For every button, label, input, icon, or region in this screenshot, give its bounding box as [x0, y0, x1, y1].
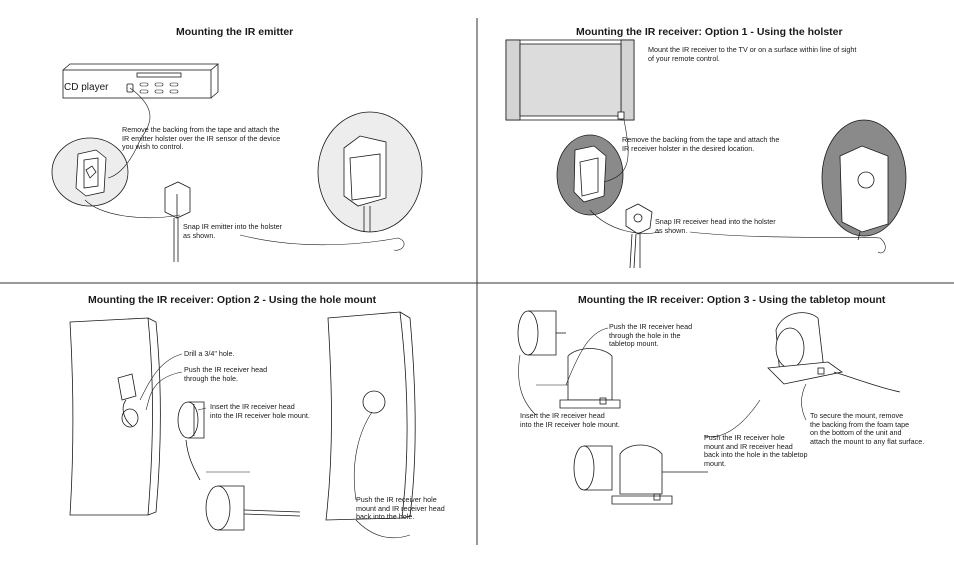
- receiver-snapped-drawing: [839, 145, 889, 241]
- receiver-holster-drawing: [573, 145, 607, 203]
- holster-mount-note: Mount the IR receiver to the TV or on a …: [648, 45, 857, 63]
- emitter-drawing: [164, 181, 191, 262]
- tabletop-pushback-note: Push the IR receiver hole mount and IR r…: [704, 433, 808, 468]
- cd-player-label: CD player: [64, 82, 109, 93]
- tabletop-mount-3d-drawing: [767, 312, 901, 393]
- hole-mount-push-note: Push the IR receiver head through the ho…: [184, 365, 268, 383]
- tabletop-mount-side-drawing: [559, 348, 621, 409]
- hole-mount-assembled-drawing: [205, 485, 301, 531]
- hole-mount-section-title: Mounting the IR receiver: Option 2 - Usi…: [88, 294, 377, 306]
- tabletop-receiver-head-drawing: [517, 310, 566, 356]
- receiver-through-hole-drawing: [117, 373, 139, 428]
- emitter-snapped-drawing: [343, 135, 387, 232]
- hole-mount-drawing: [177, 401, 205, 481]
- emitter-backing-note: Remove the backing from the tape and att…: [122, 125, 281, 152]
- hole-mount-drill-note: Drill a 3/4" hole.: [184, 349, 235, 358]
- emitter-holster-drawing: [75, 149, 107, 197]
- wall-panel-right: [325, 311, 416, 521]
- holster-backing-note: Remove the backing from the tape and att…: [622, 135, 780, 153]
- tabletop-secure-note: To secure the mount, remove the backing …: [810, 411, 925, 446]
- tabletop-leader-lines: [518, 327, 807, 438]
- receiver-head-drawing: [625, 203, 653, 269]
- tabletop-section-title: Mounting the IR receiver: Option 3 - Usi…: [578, 294, 886, 306]
- hole-mount-pushback-note: Push the IR receiver hole mount and IR r…: [356, 495, 445, 522]
- holster-leader-lines: [589, 119, 886, 254]
- cd-player-drawing: [62, 63, 220, 99]
- emitter-snap-note: Snap IR emitter into the holster as show…: [183, 222, 283, 240]
- emitter-leader-lines: [84, 87, 405, 251]
- wall-panel-left: [69, 317, 161, 516]
- holster-section-title: Mounting the IR receiver: Option 1 - Usi…: [576, 26, 843, 38]
- hole-mount-insert-note: Insert the IR receiver head into the IR …: [210, 402, 310, 420]
- tabletop-insert-note: Insert the IR receiver head into the IR …: [520, 411, 620, 429]
- tabletop-assembled-drawing: [573, 444, 708, 505]
- emitter-section-title: Mounting the IR emitter: [176, 26, 294, 38]
- tabletop-push-note: Push the IR receiver head through the ho…: [609, 322, 693, 349]
- hole-mount-leader-lines: [139, 353, 411, 539]
- tv-drawing: [505, 39, 635, 121]
- holster-snap-note: Snap IR receiver head into the holster a…: [655, 217, 776, 235]
